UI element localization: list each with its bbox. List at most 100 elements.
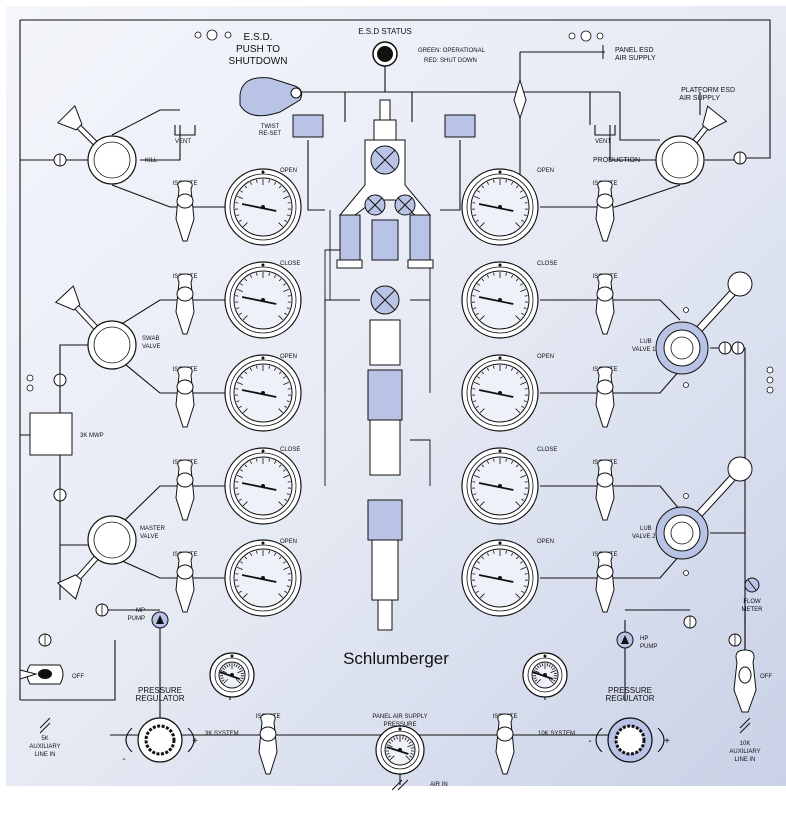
gauge-mp [209,652,255,698]
lub-valve-1[interactable] [655,271,753,375]
esd-status-title: E.S.D STATUS [358,27,412,36]
regulator-left-plus: + [192,736,198,747]
esd-status-red: RED: SHUT DOWN [424,58,477,64]
components [19,29,774,791]
system-10k-label: 10K SYSTEM [538,731,575,737]
isolate-handle-right-3[interactable] [595,366,615,428]
kill-label: KILL [145,158,158,164]
lub-valve-2[interactable] [655,456,753,560]
vent-left [174,125,196,136]
lub-valve-1-label: VALVE 1 [632,347,656,353]
gauge-panel-air [375,725,425,775]
hp-pump-label: HP [640,636,648,642]
gauge-right-1 [461,168,539,246]
master-label: VALVE [140,534,158,540]
indicator-hole [683,493,689,499]
gauge-needle [532,671,553,680]
isolate-handle-left-2[interactable] [175,273,195,335]
mp-check-valve [95,603,109,617]
isolate-handle-right-1[interactable] [595,180,615,242]
mp-pump-label: MP [136,608,145,614]
aux-right-label: LINE IN [734,757,755,763]
indicator-hole [224,31,232,39]
pressure-regulator-left[interactable] [125,717,195,763]
indicator-hole [26,384,34,392]
gauge-needle [241,482,277,491]
system-3k-label: 3K SYSTEM [205,731,239,737]
lub-valve-2-label: VALVE 2 [632,534,656,540]
regulator-right-plus: + [664,736,670,747]
prv-check-bottom [53,488,67,502]
indicator-hole [26,374,34,382]
isolate-handle-right-2[interactable] [595,273,615,335]
platform-esd-air-label: AIR SUPPLY [679,95,720,102]
aux-5k-off-lever[interactable] [19,664,64,685]
gauge-left-5 [224,539,302,617]
isolate-handle-right-5[interactable] [595,551,615,613]
brand-logo-text: Schlumberger [343,649,449,668]
flow-meter-label: FLOW [743,599,761,605]
swab-valve[interactable] [54,285,137,370]
pressure-reducing-valve [29,412,73,456]
aux-10k-off-lever[interactable] [733,649,757,713]
isolate-handle-right-4[interactable] [595,459,615,521]
gauge-needle [219,671,240,680]
master-label: MASTER [140,526,166,532]
regulator-right-label: PRESSURE [608,686,652,695]
gauge-left-3 [224,354,302,432]
esd-title: SHUTDOWN [229,56,288,67]
mwp-label: 3K MWP [80,433,104,439]
swab-label: VALVE [142,344,160,350]
isolate-handle-10k[interactable] [495,713,515,775]
gauge-right-state-4: CLOSE [537,447,557,453]
indicator-hole [766,386,774,394]
isolate-handle-left-5[interactable] [175,551,195,613]
isolate-handle-left-1[interactable] [175,180,195,242]
indicator-hole [568,32,576,40]
production-valve[interactable] [655,105,728,185]
air-in-label: AIR IN [430,782,448,788]
indicator-hole [194,31,202,39]
vent-right [594,125,616,136]
gauge-right-state-5: OPEN [537,539,554,545]
esd-status-light [377,46,393,62]
regulator-left-label: PRESSURE [138,686,182,695]
gauge-left-state-5: OPEN [280,539,297,545]
gauge-left-state-4: CLOSE [280,447,300,453]
production-label: PRODUCTION [593,157,640,164]
lub-check-valve-a [718,341,732,355]
flow-meter-label: METER [742,607,764,613]
aux-left-label: 5K [41,736,48,742]
kill-valve[interactable] [56,104,137,185]
gauge-left-2 [224,261,302,339]
aux-left-label: LINE IN [34,752,55,758]
gauge-needle [241,389,277,398]
regulator-left-minus: - [122,754,125,765]
aux-right-label: AUXILIARY [729,749,760,755]
mp-pump-label: PUMP [128,616,145,622]
esd-valve-right [444,114,476,138]
twist-reset-knob[interactable] [290,87,302,99]
isolate-handle-3k[interactable] [258,713,278,775]
aux-right-check-valve [728,633,742,647]
regulator-right-label: REGULATOR [605,694,654,703]
gauge-right-state-3: OPEN [537,354,554,360]
indicator-hole [580,30,592,42]
twist-reset-label: TWIST [261,124,280,130]
kill-check-valve [53,153,67,167]
gauge-needle [478,389,514,398]
gauge-needle [241,296,277,305]
gauge-needle [478,296,514,305]
gauge-left-state-2: CLOSE [280,261,300,267]
isolate-handle-left-4[interactable] [175,459,195,521]
gauge-needle [241,574,277,583]
esd-status-green: GREEN: OPERATIONAL [418,48,486,54]
isolate-handle-left-3[interactable] [175,366,195,428]
prv-check-top [53,373,67,387]
master-valve[interactable] [56,515,137,600]
pressure-regulator-right[interactable] [595,717,665,763]
gauge-right-5 [461,539,539,617]
aux-left-check-valve [38,633,52,647]
